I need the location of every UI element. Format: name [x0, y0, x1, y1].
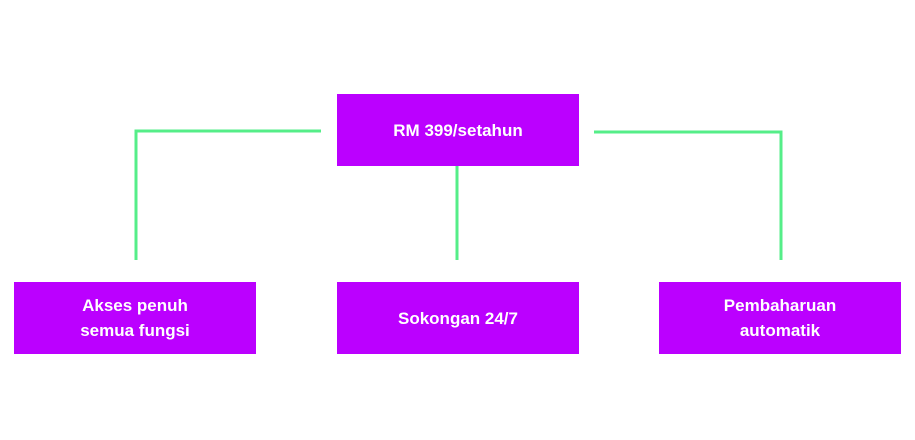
node-root-price: RM 399/setahun: [337, 94, 579, 166]
node-full-access: Akses penuh semua fungsi: [14, 282, 256, 354]
connector-root-to-right: [594, 130, 783, 260]
node-support-label: Sokongan 24/7: [398, 308, 518, 328]
node-full-access-label: Akses penuh semua fungsi: [80, 296, 190, 340]
node-auto-renewal-label: Pembaharuan automatik: [723, 296, 837, 340]
node-support: Sokongan 24/7: [337, 282, 579, 354]
connector-root-to-left: [134, 129, 321, 260]
node-root-label: RM 399/setahun: [393, 120, 523, 140]
node-auto-renewal: Pembaharuan automatik: [659, 282, 901, 354]
